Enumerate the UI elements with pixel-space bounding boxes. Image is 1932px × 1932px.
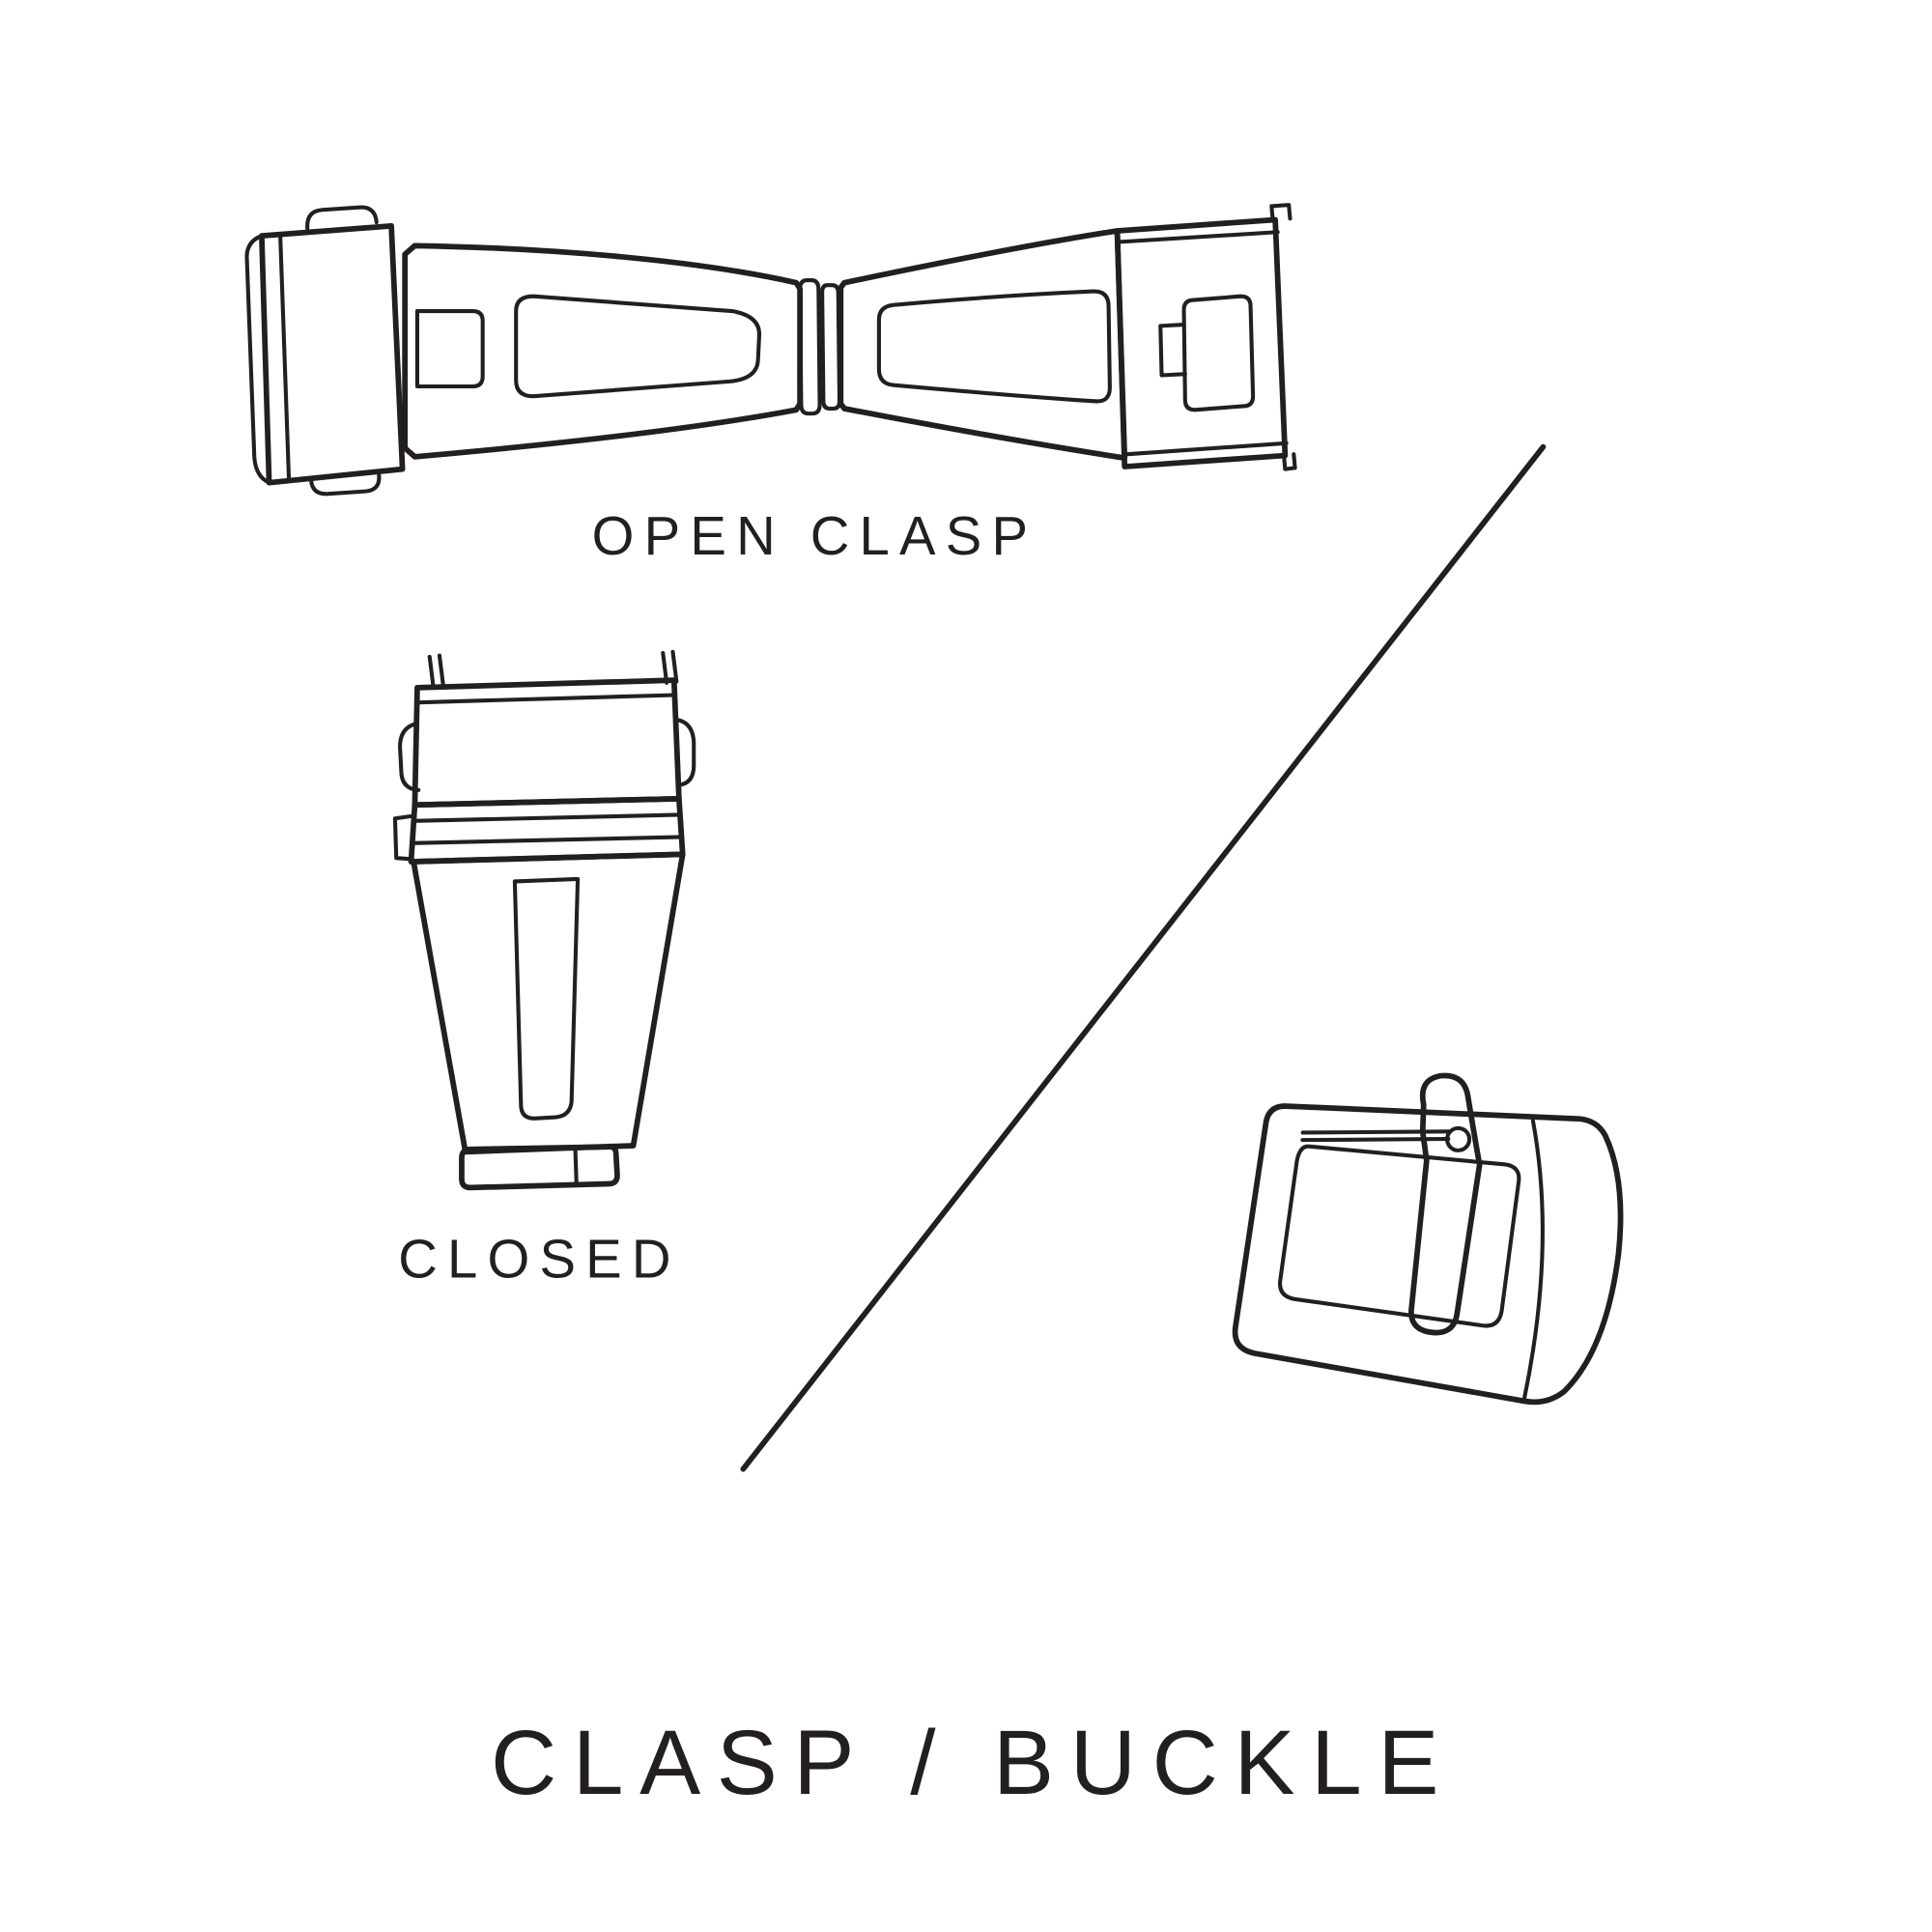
buckle-right-band-inner-edge	[1522, 1119, 1545, 1400]
open-clasp-left-cover	[259, 222, 406, 486]
open-clasp-right-arm	[838, 228, 1128, 461]
closed-clasp-mid-band-tab	[392, 813, 414, 862]
open-clasp-left-cover-curve	[244, 234, 271, 485]
closed-clasp-left-prong	[427, 653, 445, 689]
buckle-spring-coil	[1445, 1125, 1472, 1152]
closed-clasp-right-ear	[674, 718, 696, 787]
closed-clasp-mid-band	[408, 795, 686, 865]
closed-clasp-label: CLOSED	[398, 1229, 681, 1290]
closed-clasp-illustration	[392, 649, 696, 1191]
open-clasp-label: OPEN CLASP	[592, 505, 1038, 566]
closed-clasp-foot-line	[573, 1146, 579, 1187]
open-clasp-right-arm-inner-outline	[876, 289, 1112, 404]
open-clasp-left-arm-notch	[414, 309, 485, 389]
diagonal-divider-line	[740, 443, 1547, 1472]
open-clasp-right-block-top-strip	[1116, 203, 1293, 244]
buckle-illustration	[1232, 1072, 1624, 1406]
closed-clasp-top-band-edge	[416, 693, 678, 705]
closed-clasp-left-ear	[398, 721, 421, 792]
closed-clasp-foot	[459, 1144, 620, 1191]
buckle-outer-frame	[1232, 1103, 1624, 1406]
page-title: CLASP / BUCKLE	[491, 1712, 1455, 1814]
open-clasp-left-top-tab	[305, 205, 379, 231]
open-clasp-left-bottom-tab	[309, 472, 382, 497]
open-clasp-hinge-bar-1	[798, 278, 822, 416]
open-clasp-left-cover-fold-line	[278, 232, 292, 481]
buckle-prong	[1408, 1072, 1483, 1336]
closed-clasp-mid-band-line-1	[412, 812, 683, 823]
closed-clasp-mid-band-line-2	[410, 835, 684, 845]
open-clasp-right-block-loop	[1181, 294, 1256, 412]
open-clasp-left-arm-inner-outline	[514, 294, 761, 399]
closed-clasp-body-inner-outline	[512, 876, 581, 1121]
open-clasp-right-block	[1114, 216, 1289, 469]
open-clasp-illustration	[244, 203, 1297, 497]
open-clasp-hinge-bar-2	[820, 283, 842, 412]
closed-clasp-body	[411, 851, 686, 1155]
open-clasp-left-arm	[402, 242, 803, 460]
open-clasp-right-block-hook	[1158, 323, 1187, 378]
buckle-inner-opening	[1277, 1144, 1521, 1328]
open-clasp-right-block-bottom-strip	[1123, 440, 1297, 471]
